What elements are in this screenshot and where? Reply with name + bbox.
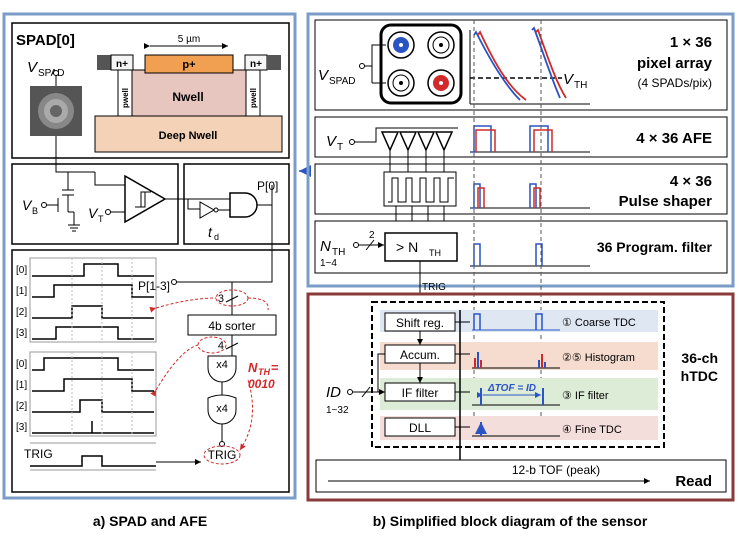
vt-label: V — [88, 205, 99, 221]
pixel-array-row: V SPAD V TH 1 × 36 pixel array (4 SPADs/… — [314, 19, 728, 111]
tof-eq: ΔTOF = ID — [487, 383, 536, 394]
wave-label: [2] — [16, 401, 27, 412]
id-range: 1~32 — [326, 405, 349, 416]
trig-wave-label: TRIG — [24, 447, 53, 461]
nth-label: N — [248, 360, 258, 375]
nplus-left: n+ — [116, 59, 128, 70]
sorter-label: 4b sorter — [208, 319, 255, 333]
nth-b-sub: TH — [332, 247, 345, 258]
p0-label: P[0] — [257, 179, 278, 193]
ps-count: 4 × 36 — [670, 173, 712, 190]
tof12-label: 12-b TOF (peak) — [512, 463, 600, 477]
vspad-b-label: V — [318, 67, 330, 84]
vspad-sub: SPAD — [38, 68, 65, 79]
dim-label: 5 µm — [178, 34, 200, 45]
sorter-box: TRIG P[1-3] 3 4b sorter 4 x4 x4 TRIG N T… — [11, 205, 290, 493]
wave-trace — [32, 378, 154, 392]
vb-label: V — [22, 197, 33, 213]
filter-row: N TH 1~4 2 > N TH 36 Program. filter — [314, 220, 728, 274]
afe-row: V T 4 × 36 AFE — [314, 116, 728, 158]
spad-title: SPAD[0] — [16, 32, 75, 49]
wave-trace — [32, 357, 154, 371]
and-x4a: x4 — [216, 359, 228, 371]
fine-label: ④ Fine TDC — [562, 424, 622, 436]
pulse-shaper-row: 4 × 36 Pulse shaper — [314, 163, 728, 215]
nth-b-label: N — [320, 238, 331, 255]
wave-trace — [32, 326, 154, 340]
delay-and-box: P[0] t d — [178, 163, 290, 245]
iff-label: ③ IF filter — [562, 390, 609, 402]
wave-trace — [32, 263, 154, 277]
wave-trace — [32, 305, 154, 319]
nth-sub: TH — [258, 367, 270, 377]
nwell-label: Nwell — [172, 90, 203, 104]
p13-label: P[1-3] — [138, 279, 170, 293]
two-label: 2 — [369, 230, 375, 241]
panel-b-frame — [306, 12, 735, 288]
wave-label: [3] — [16, 422, 27, 433]
read-label: Read — [675, 473, 712, 490]
nth-val: 0010 — [248, 377, 275, 391]
waveforms-bottom: [0] [1] [2] [3] — [16, 352, 154, 436]
pplus-label: p+ — [182, 59, 195, 71]
trig-b-label: TRIG — [422, 282, 446, 293]
wave-label: [0] — [16, 265, 27, 276]
gt-nth: > N — [396, 239, 418, 255]
if-filter-block: IF filter — [402, 386, 439, 400]
dll-block: DLL — [409, 421, 431, 435]
gt-nth-sub: TH — [429, 248, 441, 258]
pwell-right: pwell — [249, 88, 258, 108]
panel-a-frame — [2, 12, 297, 500]
comparator-box: V B V T — [11, 136, 179, 245]
id-label: ID — [326, 384, 341, 401]
shift-reg: Shift reg. — [396, 316, 444, 330]
wave-label: [1] — [16, 286, 27, 297]
wave-trace — [32, 284, 154, 298]
wave-label: [2] — [16, 307, 27, 318]
trig-circled: TRIG — [208, 448, 237, 462]
spad-device-box: SPAD[0] V SPAD Deep Nwell Nwell p+ pwell… — [11, 22, 290, 159]
wave-label: [3] — [16, 328, 27, 339]
htdc-panel: Shift reg. Accum. IF filter DLL ΔTOF = I… — [306, 292, 735, 502]
vb-sub: B — [32, 206, 38, 216]
hist-label: ②⑤ Histogram — [562, 352, 635, 364]
vt-sub: T — [98, 214, 104, 224]
pixel-array-label: pixel array — [637, 55, 713, 72]
bus4-label: 4 — [218, 340, 224, 352]
filter-label: 36 Program. filter — [597, 239, 713, 255]
nth-eq: = — [271, 360, 279, 375]
vspad-b-sub: SPAD — [329, 76, 356, 87]
afe-label: 4 × 36 AFE — [636, 130, 712, 147]
pwell-left: pwell — [121, 88, 130, 108]
pixel-array-count: 1 × 36 — [670, 34, 712, 51]
waveforms-top: [0] [1] [2] [3] — [16, 258, 154, 342]
deep-nwell-label: Deep Nwell — [159, 130, 218, 142]
nth-range: 1~4 — [320, 258, 337, 269]
caption-b: b) Simplified block diagram of the senso… — [373, 513, 648, 529]
vspad-label: V — [27, 59, 39, 76]
vth-label: V — [563, 71, 575, 88]
coarse-label: ① Coarse TDC — [562, 317, 636, 329]
wave-label: [1] — [16, 380, 27, 391]
htdc-label: hTDC — [681, 368, 718, 384]
vt-b-sub: T — [337, 142, 343, 153]
td-sub: d — [214, 232, 219, 242]
htdc-count: 36-ch — [681, 350, 718, 366]
bus3-label: 3 — [218, 293, 224, 305]
accum: Accum. — [400, 348, 440, 362]
td-label: t — [208, 224, 213, 240]
vth-sub: TH — [574, 80, 587, 91]
pixel-note: (4 SPADs/pix) — [638, 76, 712, 90]
vt-b-label: V — [326, 133, 338, 150]
nplus-right: n+ — [250, 59, 262, 70]
or-x4b: x4 — [216, 403, 228, 415]
caption-a: a) SPAD and AFE — [93, 513, 207, 529]
ps-label: Pulse shaper — [619, 193, 713, 210]
wave-label: [0] — [16, 359, 27, 370]
